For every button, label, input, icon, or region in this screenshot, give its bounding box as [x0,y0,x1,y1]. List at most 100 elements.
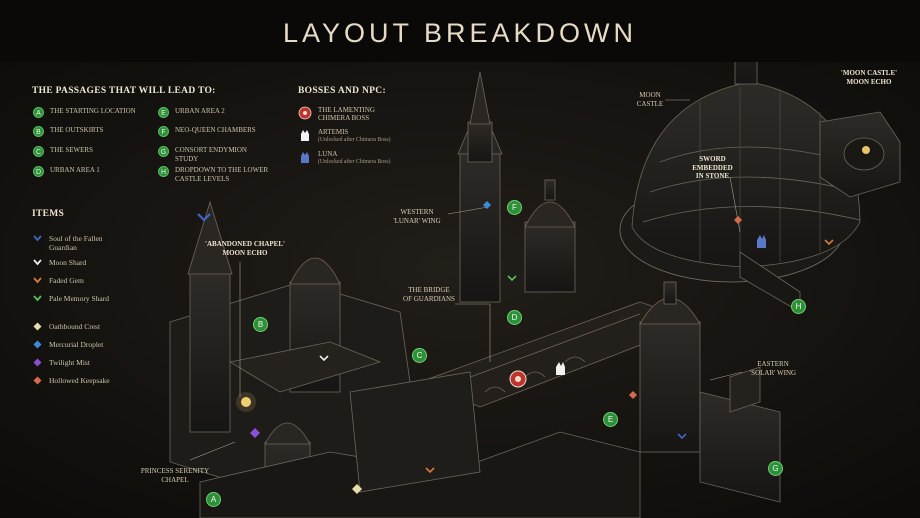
chimera-boss-icon [298,106,312,120]
npc-luna-note: (Unlocked after Chimera Boss) [318,159,391,166]
item-moon-shard: Moon Shard [33,258,143,267]
letter-e-badge: E [158,107,169,118]
castle-illustration [0,62,920,518]
map-marker-b[interactable]: B [253,317,268,332]
item-soul-guardian-label: Soul of the Fallen Guardian [49,234,103,252]
passage-b-label: THE OUTSKIRTS [50,126,104,134]
items-heading: ITEMS [32,209,65,219]
sword-line-2: EMBEDDED [692,163,733,172]
item-hollowed-keepsake: Hollowed Keepsake [33,376,143,385]
chapel-echo-line-2: MOON ECHO [222,248,268,257]
map-marker-e[interactable]: E [603,412,618,427]
passage-h: H DROPDOWN TO THE LOWER CASTLE LEVELS [158,166,278,183]
npc-luna-name: LUNA [318,150,338,158]
npc-luna-text: LUNA (Unlocked after Chimera Boss) [318,150,391,166]
western-wing-line-2: 'LUNAR' WING [393,216,441,225]
npc-artemis: ARTEMIS (Unlocked after Chimera Boss) [298,128,418,144]
chevron-blue-icon [33,235,42,242]
bridge-of-guardians-label: THE BRIDGE OF GUARDIANS [395,286,463,303]
item-hollowed-keepsake-label: Hollowed Keepsake [49,376,110,385]
item-twilight-mist: Twilight Mist [33,358,143,367]
passage-g: G CONSORT ENDYMION STUDY [158,146,268,163]
passage-d: D URBAN AREA 1 [33,166,143,177]
item-twilight-mist-label: Twilight Mist [49,358,90,367]
letter-f-badge: F [158,126,169,137]
eastern-wing-label: EASTERN 'SOLAR' WING [744,360,802,377]
eastern-wing-line-1: EASTERN [757,360,789,368]
moon-castle-label: MOON CASTLE [630,91,670,108]
chevron-green-icon [33,295,42,302]
item-moon-shard-label: Moon Shard [49,258,87,267]
map-marker-d[interactable]: D [507,310,522,325]
header-bar: LAYOUT BREAKDOWN [0,0,920,63]
boss-chimera-name: THE LAMENTING CHIMERA BOSS [318,106,375,123]
map-marker-f[interactable]: F [507,200,522,215]
sword-in-stone-label: SWORD EMBEDDED IN STONE [685,155,740,181]
page-title: LAYOUT BREAKDOWN [282,18,638,48]
item-mercurial-droplet: Mercurial Droplet [33,340,143,349]
letter-d-badge: D [33,166,44,177]
item-oathbound-crest: Oathbound Crest [33,322,143,331]
boss-chimera-text: THE LAMENTING CHIMERA BOSS [318,106,403,122]
diamond-purple-icon [33,358,42,367]
letter-b-badge: B [33,126,44,137]
castle-map: A B C D E F G H 'ABANDONED CHAPEL' MOON … [0,62,920,518]
map-marker-h[interactable]: H [791,299,806,314]
chapel-moon-echo-label: 'ABANDONED CHAPEL' MOON ECHO [200,240,290,257]
chevron-orange-icon [33,277,42,284]
serenity-line-2: CHAPEL [161,475,189,484]
npc-artemis-name: ARTEMIS [318,128,349,136]
passage-e: E URBAN AREA 2 [158,107,278,118]
serenity-chapel-label: PRINCESS SERENITY CHAPEL [130,467,220,484]
npc-luna: LUNA (Unlocked after Chimera Boss) [298,150,418,166]
moon-castle-echo-line-2: MOON ECHO [846,77,892,86]
letter-a-badge: A [33,107,44,118]
map-marker-c[interactable]: C [412,348,427,363]
chevron-white-icon [33,259,42,266]
passage-b: B THE OUTSKIRTS [33,126,143,137]
letter-c-badge: C [33,146,44,157]
item-pale-memory-shard: Pale Memory Shard [33,294,143,303]
sword-line-1: SWORD [699,155,726,163]
passage-d-label: URBAN AREA 1 [50,166,100,174]
white-cat-icon [301,130,309,141]
item-faded-gem-label: Faded Gem [49,276,84,285]
npc-artemis-note: (Unlocked after Chimera Boss) [318,137,391,144]
moon-castle-echo-line-1: 'MOON CASTLE' [840,69,898,77]
item-oathbound-crest-label: Oathbound Crest [49,322,101,331]
boss-chimera: THE LAMENTING CHIMERA BOSS [298,106,408,122]
item-faded-gem: Faded Gem [33,276,143,285]
western-wing-label: WESTERN 'LUNAR' WING [388,208,446,225]
bridge-line-1: THE BRIDGE [408,286,450,294]
item-soul-guardian: Soul of the Fallen Guardian [33,234,143,252]
passage-h-label: DROPDOWN TO THE LOWER CASTLE LEVELS [175,166,269,183]
diamond-blue-icon [33,340,42,349]
passage-f: F NEO-QUEEN CHAMBERS [158,126,278,137]
bosses-heading: BOSSES AND NPC: [298,86,386,96]
passage-e-label: URBAN AREA 2 [175,107,225,115]
passages-heading: THE PASSAGES THAT WILL LEAD TO: [32,86,216,96]
moon-castle-line-1: MOON [639,91,661,99]
letter-h-badge: H [158,166,169,177]
chapel-echo-line-1: 'ABANDONED CHAPEL' [205,240,285,248]
moon-castle-echo-label: 'MOON CASTLE' MOON ECHO [826,69,912,86]
item-pale-memory-shard-label: Pale Memory Shard [49,294,109,303]
map-marker-a[interactable]: A [206,492,221,507]
passage-c: C THE SEWERS [33,146,143,157]
western-wing-line-1: WESTERN [400,208,434,216]
eastern-wing-line-2: 'SOLAR' WING [749,368,797,377]
passage-a: A THE STARTING LOCATION [33,107,143,118]
letter-g-badge: G [158,146,169,157]
bridge-line-2: OF GUARDIANS [403,294,455,303]
diamond-cream-icon [33,322,42,331]
map-marker-g[interactable]: G [768,461,783,476]
npc-artemis-text: ARTEMIS (Unlocked after Chimera Boss) [318,128,391,144]
blue-cat-icon [301,152,309,163]
sword-line-3: IN STONE [695,172,730,180]
passage-c-label: THE SEWERS [50,146,93,154]
passage-a-label: THE STARTING LOCATION [50,107,136,115]
passage-f-label: NEO-QUEEN CHAMBERS [175,126,256,134]
passage-g-label: CONSORT ENDYMION STUDY [175,146,247,163]
item-mercurial-droplet-label: Mercurial Droplet [49,340,104,349]
moon-castle-line-2: CASTLE [636,99,664,108]
